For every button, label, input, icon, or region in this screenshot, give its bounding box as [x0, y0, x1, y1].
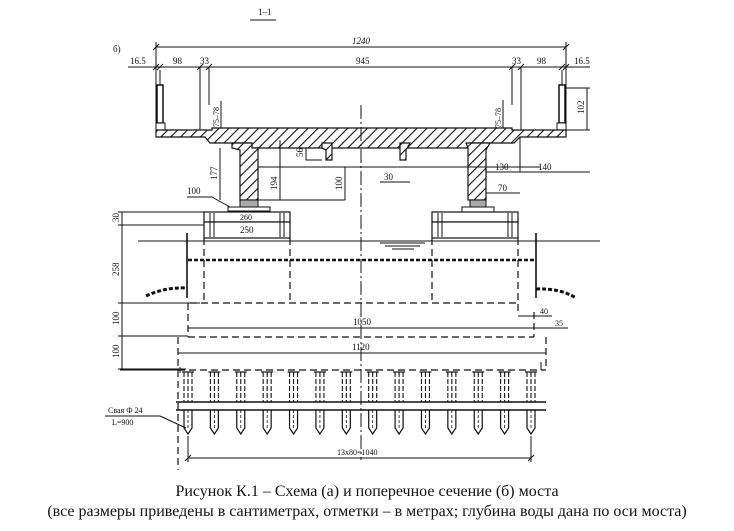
dim-cantilever-inner: 130: [495, 162, 509, 172]
dim-rib-width: 30: [384, 172, 394, 182]
section-mark: 1–1: [258, 7, 272, 17]
water-surface-symbol: [380, 242, 425, 250]
dim-cantilever-outer: 140: [538, 162, 552, 172]
right-bearing: [469, 199, 487, 208]
pile: [498, 371, 511, 436]
left-rib: [321, 142, 333, 161]
left-pier-cap: [203, 211, 291, 239]
dim-curb-height-right: 75–78: [494, 108, 503, 128]
right-railing: [556, 70, 590, 131]
pile: [366, 371, 379, 436]
foundation-outline: [177, 238, 547, 470]
pile: [340, 371, 353, 436]
dim-web-height: 194: [269, 176, 279, 190]
dim-right-curb: 33: [512, 56, 522, 66]
dim-offset-35: 35: [555, 319, 563, 328]
pile: [234, 371, 247, 436]
figure-caption-note: (все размеры приведены в сантиметрах, от…: [47, 503, 687, 520]
dim-left-edge: 16.5: [130, 56, 146, 66]
dim-total-width: 1240: [352, 36, 371, 46]
left-bearing-plate: [227, 206, 271, 212]
dim-beam-depth: 100: [334, 176, 344, 190]
dim-left-curb: 33: [200, 56, 210, 66]
dim-foundation-step-2: 100: [111, 344, 121, 358]
pile: [287, 371, 300, 436]
pile: [393, 371, 406, 436]
left-diaphragm: [305, 148, 322, 161]
dim-rib-height: 56: [295, 148, 305, 158]
dim-offset-40: 40: [540, 307, 548, 316]
view-label: б): [113, 44, 121, 54]
dim-bearing-right: 70: [498, 183, 508, 193]
dim-pier-height: 258: [111, 262, 121, 276]
right-bearing-plate: [461, 206, 495, 213]
pile: [261, 371, 274, 436]
right-pier-cap: [431, 211, 519, 239]
left-railing: [155, 70, 166, 131]
pile: [472, 371, 485, 436]
dim-cap-lower-width: 250: [240, 225, 254, 235]
figure-caption-title: Рисунок К.1 – Схема (а) и поперечное сеч…: [175, 483, 559, 500]
dim-girder-depth: 177: [209, 166, 219, 180]
dim-grillage-width: 1050: [353, 317, 372, 327]
left-embankment: [145, 286, 188, 298]
pile: [182, 371, 194, 436]
dim-right-sidewalk: 98: [537, 56, 547, 66]
pile: [445, 371, 458, 436]
dim-left-sidewalk: 98: [173, 56, 183, 66]
top-dimension-lines: [128, 42, 590, 130]
dim-bearing-left: 100: [187, 186, 201, 196]
pile: [208, 371, 221, 436]
pile-label-length: L=900: [112, 418, 133, 427]
dim-carriageway: 945: [356, 56, 370, 66]
dim-curb-height-left: 75–78: [212, 107, 221, 127]
bridge-cross-section-drawing: 1–1 б) 1240 945 16.5 98 33 33 98 16.5 10…: [105, 7, 600, 470]
pile: [313, 371, 326, 436]
dim-cap-width: 260: [240, 213, 252, 222]
right-embankment: [535, 287, 577, 300]
dim-railing-height: 102: [576, 101, 586, 115]
pile: [525, 371, 537, 436]
dim-pile-spacing: 13x80=1040: [337, 448, 378, 457]
left-main-girder: [231, 142, 259, 201]
dim-cap-height: 30: [111, 213, 121, 223]
dim-right-edge: 16.5: [574, 56, 590, 66]
pile-label-type: Свая Ф 24: [108, 406, 143, 415]
piles-group: [182, 371, 537, 436]
dim-foundation-step-1: 100: [111, 311, 121, 325]
right-rib: [399, 142, 412, 161]
left-bearing: [239, 199, 259, 208]
pile: [419, 371, 432, 436]
